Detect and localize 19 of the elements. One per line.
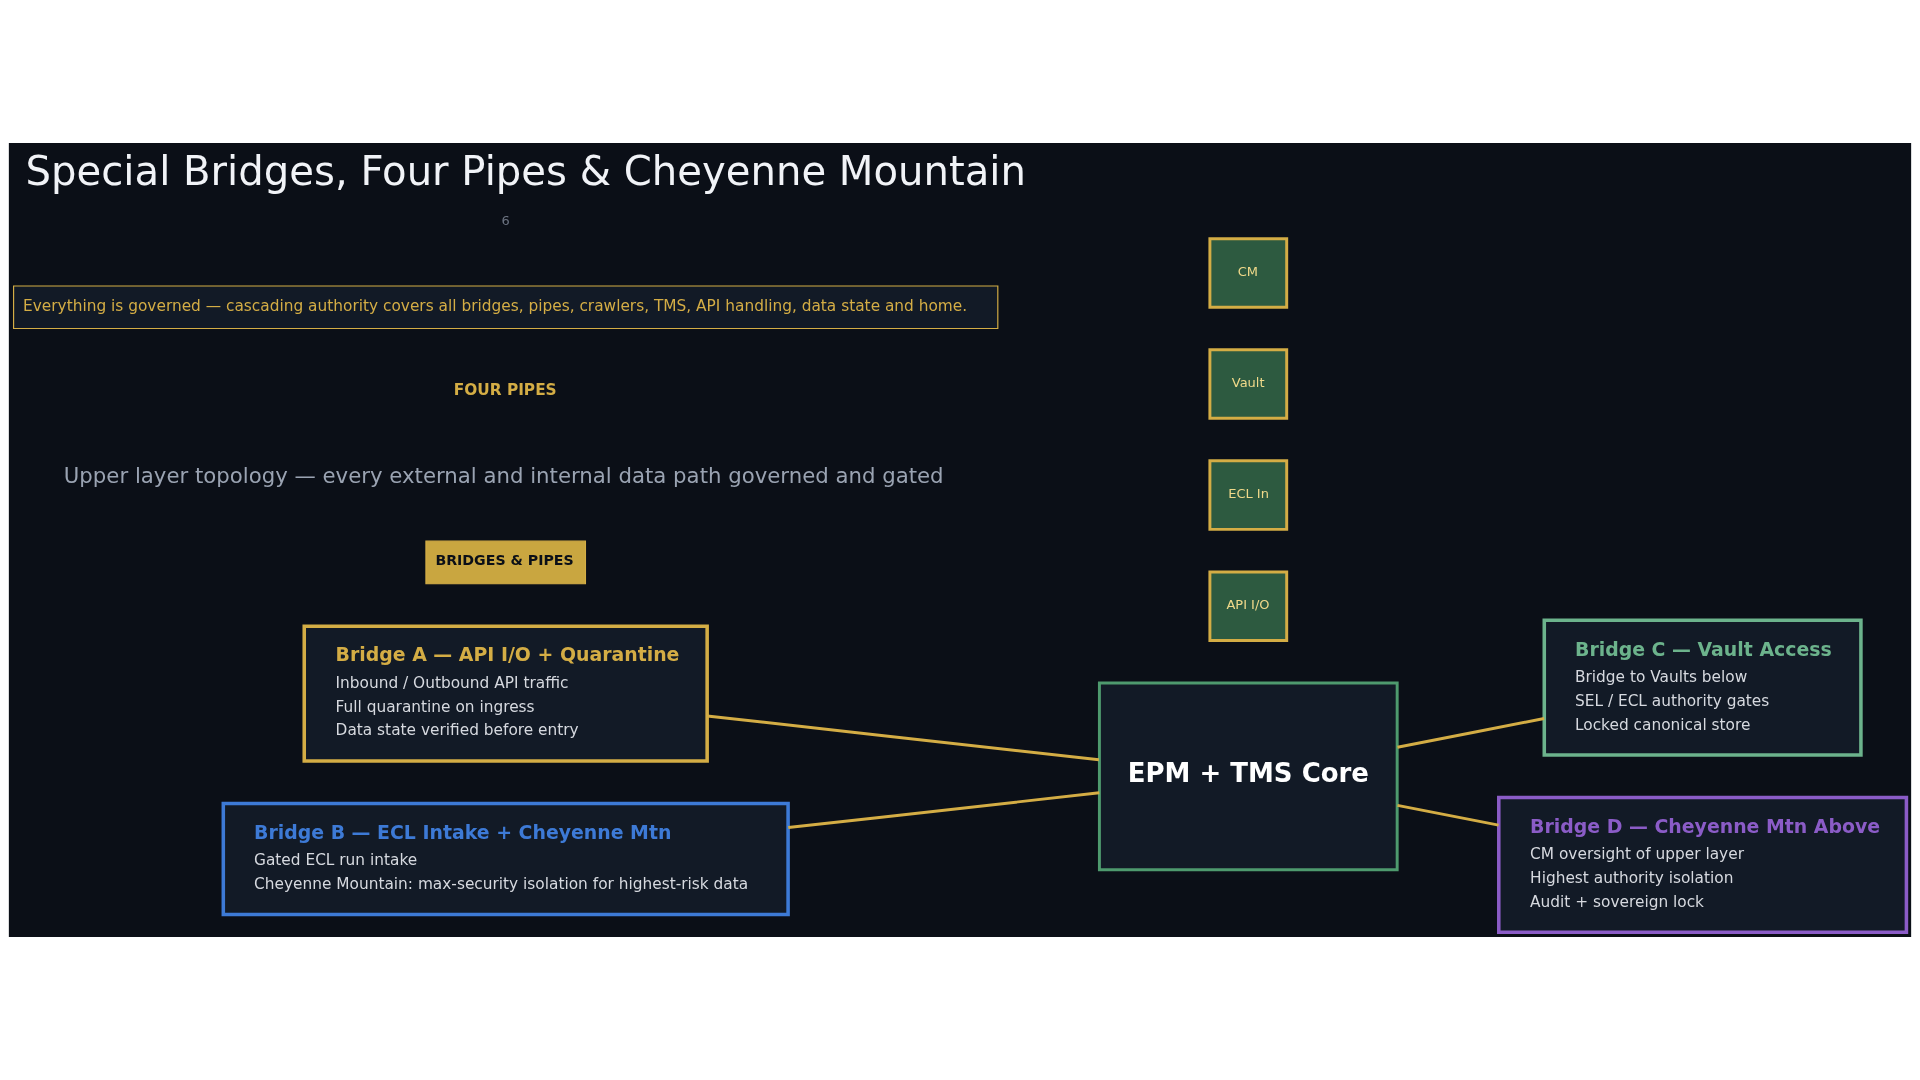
connector — [1397, 717, 1545, 749]
node-box: Bridge D — Cheyenne Mtn Above CM oversight of upper layer Highest authority isolation Audit + sovereign lock — [1497, 795, 1909, 935]
label: Everything is governed — cascading authority covers all bridges, pipes, crawlers, TMS, API handling, data state and home. — [23, 297, 968, 316]
node-box: Bridge B — ECL Intake + Cheyenne Mtn Gated ECL run intake Cheyenne Mountain: max-security isolation for highest-risk data — [221, 801, 790, 917]
connector — [707, 714, 1100, 762]
connector — [1397, 803, 1499, 827]
node-box: API I/O — [1208, 570, 1289, 642]
node-box: CM — [1208, 237, 1289, 309]
label: Upper layer topology — every external and internal data path governed and gated — [63, 462, 944, 488]
node-box: Vault — [1208, 348, 1289, 420]
node-box: Bridge A — API I/O + Quarantine Inbound / Outbound API traffic Full quarantine on ingress Data state verified before entry — [302, 624, 709, 763]
label: 6 — [501, 213, 510, 229]
label: FOUR PIPES — [453, 381, 557, 400]
node-box: Bridge C — Vault Access Bridge to Vaults below SEL / ECL authority gates Locked canonical store — [1542, 618, 1863, 757]
node-box: ECL In — [1208, 459, 1289, 531]
connector — [788, 791, 1100, 830]
node-box: EPM + TMS Core — [1097, 681, 1399, 872]
label: BRIDGES & PIPES — [435, 551, 574, 568]
diagram-title: Special Bridges, Four Pipes & Cheyenne Mountain — [25, 147, 1026, 194]
